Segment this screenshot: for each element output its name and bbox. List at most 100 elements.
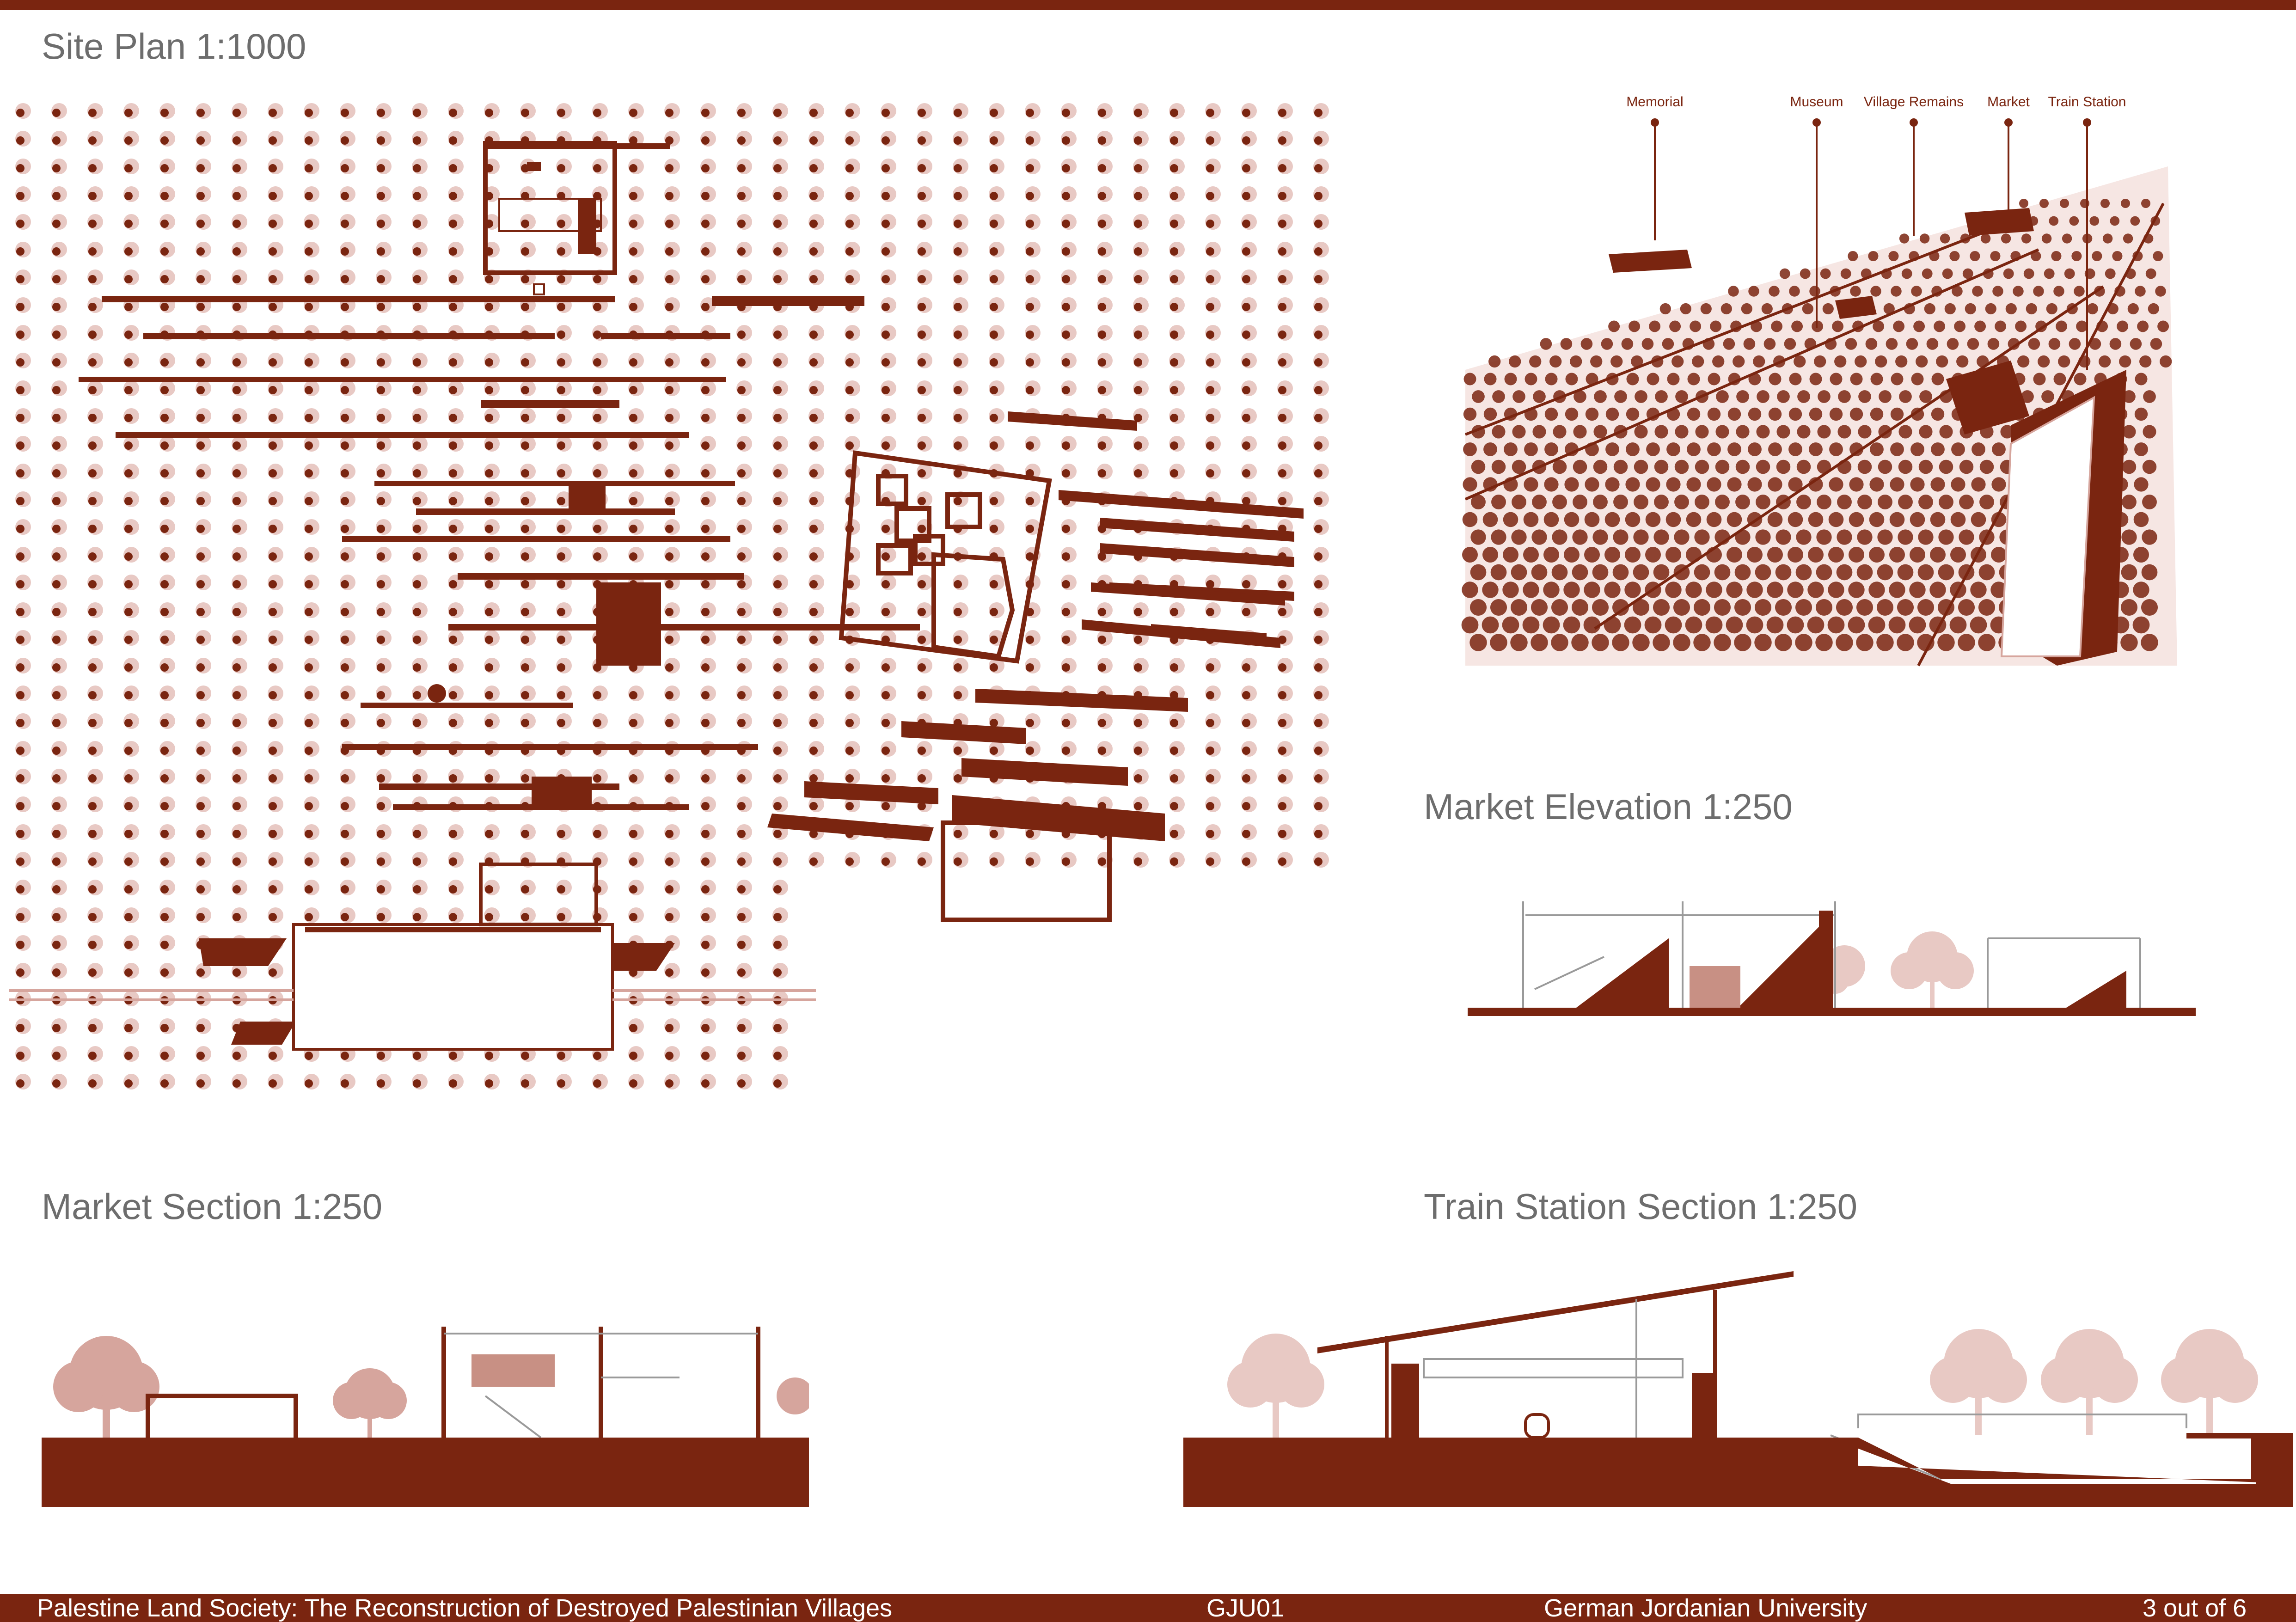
site-tree-shadow bbox=[52, 968, 61, 977]
site-tree-shadow bbox=[485, 386, 493, 394]
site-tree-shadow bbox=[629, 414, 637, 422]
callout-label: Market bbox=[1987, 94, 2030, 110]
site-tree-shadow bbox=[1314, 525, 1322, 533]
site-tree-shadow bbox=[1098, 331, 1106, 339]
site-tree-shadow bbox=[701, 636, 710, 644]
site-tree-shadow bbox=[1098, 192, 1106, 200]
site-tree-shadow bbox=[1026, 719, 1034, 727]
aerial-tree bbox=[1980, 233, 1991, 244]
site-tree-shadow bbox=[377, 1079, 385, 1088]
aerial-tree bbox=[2003, 268, 2014, 279]
site-tree-shadow bbox=[1278, 109, 1286, 117]
site-tree-shadow bbox=[990, 719, 998, 727]
aerial-tree bbox=[1879, 390, 1892, 403]
site-tree-shadow bbox=[449, 247, 457, 256]
site-tree-shadow bbox=[305, 663, 313, 672]
site-tree-shadow bbox=[196, 497, 205, 505]
site-tree-shadow bbox=[1062, 220, 1070, 228]
aerial-tree bbox=[1471, 459, 1486, 474]
aerial-tree bbox=[1868, 616, 1886, 634]
site-tree-shadow bbox=[1170, 275, 1178, 283]
site-tree-shadow bbox=[16, 414, 24, 422]
site-tree-shadow bbox=[845, 331, 854, 339]
site-tree-shadow bbox=[52, 885, 61, 894]
aerial-tree bbox=[1791, 320, 1803, 332]
aerial-tree bbox=[1757, 390, 1769, 403]
site-tree-shadow bbox=[377, 913, 385, 921]
aerial-tree bbox=[1876, 599, 1894, 616]
site-tree-shadow bbox=[629, 275, 637, 283]
aerial-tree bbox=[2099, 355, 2111, 368]
site-tree-shadow bbox=[88, 691, 97, 699]
aerial-tree bbox=[1491, 459, 1506, 474]
site-tree-shadow bbox=[160, 441, 169, 450]
aerial-tree bbox=[1838, 390, 1851, 403]
aerial-tree bbox=[1776, 529, 1791, 545]
aerial-tree bbox=[1727, 547, 1742, 563]
footer-university: German Jordanian University bbox=[1544, 1594, 1867, 1622]
market-elevation-drawing bbox=[1468, 901, 2196, 1016]
aerial-tree bbox=[1893, 320, 1905, 332]
site-tree-shadow bbox=[16, 1079, 24, 1088]
site-tree-shadow bbox=[52, 747, 61, 755]
site-tree-shadow bbox=[377, 719, 385, 727]
aerial-tree bbox=[1482, 512, 1498, 527]
site-tree-shadow bbox=[413, 580, 421, 588]
aerial-tree bbox=[1807, 616, 1825, 634]
site-tree-shadow bbox=[1026, 857, 1034, 866]
site-tree-shadow bbox=[16, 386, 24, 394]
aerial-tree bbox=[1815, 634, 1833, 651]
aerial-tree bbox=[1633, 564, 1649, 581]
site-tree-shadow bbox=[1062, 136, 1070, 145]
aerial-tree bbox=[1736, 425, 1750, 439]
aerial-tree bbox=[1916, 355, 1928, 368]
site-tree-shadow bbox=[701, 802, 710, 810]
site-tree-shadow bbox=[377, 497, 385, 505]
site-tree-shadow bbox=[629, 691, 637, 699]
site-tree-shadow bbox=[1170, 247, 1178, 256]
site-tree-shadow bbox=[665, 913, 673, 921]
site-tree-shadow bbox=[954, 192, 962, 200]
aerial-tree bbox=[1788, 512, 1803, 527]
aerial-tree bbox=[1858, 390, 1871, 403]
aerial-tree bbox=[1673, 634, 1690, 651]
aerial-tree bbox=[1463, 442, 1477, 456]
market-section-title: Market Section 1:250 bbox=[42, 1186, 383, 1227]
site-tree-shadow bbox=[449, 275, 457, 283]
site-tree-shadow bbox=[1134, 636, 1142, 644]
aerial-tree bbox=[1655, 390, 1668, 403]
site-tree-shadow bbox=[1134, 857, 1142, 866]
site-tree-shadow bbox=[124, 941, 133, 949]
site-tree-shadow bbox=[1242, 497, 1250, 505]
aerial-tree bbox=[1802, 303, 1813, 315]
aerial-tree bbox=[2060, 199, 2069, 208]
aerial-tree bbox=[1706, 581, 1722, 598]
site-tree-shadow bbox=[665, 164, 673, 172]
site-tree-shadow bbox=[990, 192, 998, 200]
aerial-tree bbox=[1817, 495, 1831, 509]
aerial-tree bbox=[1987, 338, 2000, 350]
site-tree-shadow bbox=[773, 109, 782, 117]
aerial-tree bbox=[1502, 581, 1519, 598]
site-tree-shadow bbox=[521, 525, 529, 533]
site-tree-shadow bbox=[737, 414, 746, 422]
aerial-tree bbox=[1674, 529, 1690, 545]
aerial-tree bbox=[2157, 320, 2169, 332]
aerial-tree bbox=[1532, 495, 1547, 509]
site-tree-shadow bbox=[737, 913, 746, 921]
aerial-tree bbox=[1768, 477, 1782, 492]
aerial-tree bbox=[1849, 547, 1864, 563]
site-tree-shadow bbox=[1242, 608, 1250, 616]
aerial-tree bbox=[1840, 268, 1851, 279]
aerial-tree bbox=[1776, 459, 1791, 474]
site-tree-shadow bbox=[52, 913, 61, 921]
site-tree-shadow bbox=[1134, 303, 1142, 311]
aerial-tree bbox=[1483, 442, 1497, 456]
site-tree-shadow bbox=[377, 636, 385, 644]
site-tree-shadow bbox=[773, 164, 782, 172]
aerial-tree bbox=[1625, 477, 1640, 492]
aerial-tree bbox=[1877, 564, 1893, 581]
aerial-tree bbox=[1592, 564, 1609, 581]
aerial-tree bbox=[1767, 547, 1783, 563]
site-tree-shadow bbox=[990, 636, 998, 644]
